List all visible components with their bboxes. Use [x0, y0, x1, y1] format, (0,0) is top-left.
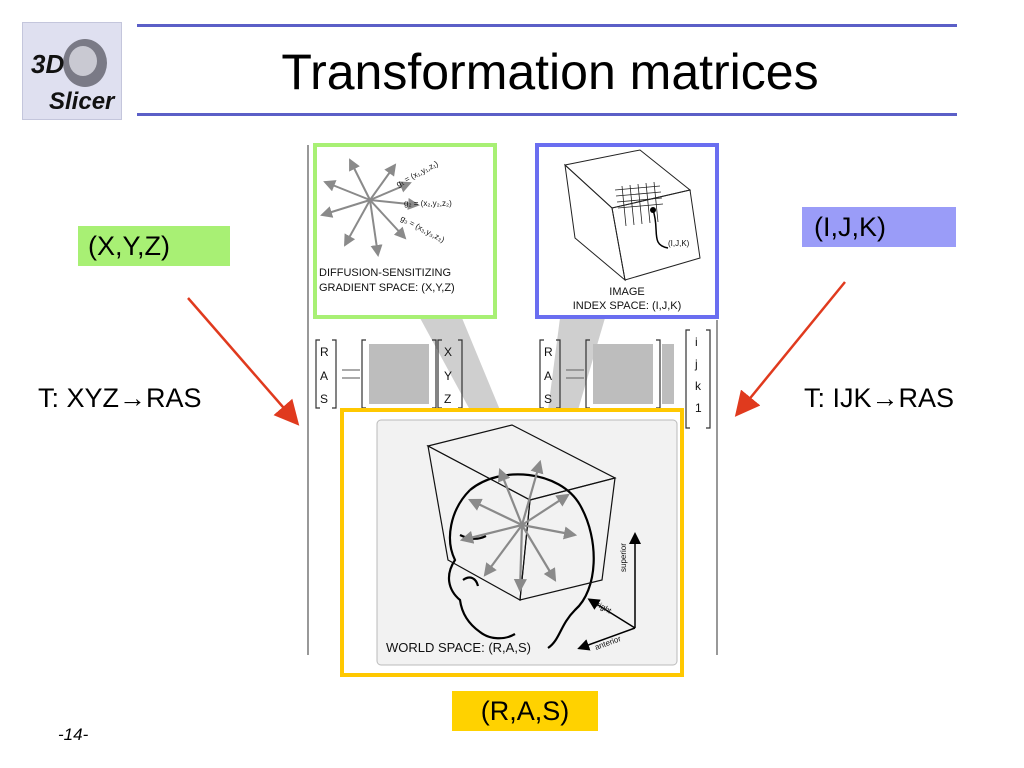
connector-band-right [548, 318, 605, 410]
ijk-label: (I,J,K) [802, 207, 956, 247]
matrix-right-rhs-1: j [694, 357, 698, 371]
title-rule-bottom [137, 113, 957, 116]
transform-xyz-label: T: XYZ→RAS [38, 383, 202, 413]
gradient-vectors [320, 158, 420, 257]
3d-slicer-logo: 3D Slicer [22, 22, 122, 120]
gradient-space-panel: g₁ = (x₁,y₁,z₁) g₂ = (x₂,y₂,z₂) g₃ = (x₃… [313, 143, 497, 319]
matrix-left-rhs-1: Y [444, 369, 452, 383]
matrix-left-rhs-0: X [444, 345, 452, 359]
arrow-xyz-to-ras [187, 297, 300, 426]
logo-graphic: 3D Slicer [31, 39, 116, 115]
axis-superior-label: superior [619, 543, 628, 572]
logo-text-top: 3D [31, 49, 64, 79]
matrix-left-lhs-2: S [320, 392, 328, 406]
image-cube [563, 149, 701, 282]
image-caption-2: INDEX SPACE: (I,J,K) [573, 300, 682, 312]
transform-ijk-label: T: IJK→RAS [804, 383, 955, 413]
xyz-label: (X,Y,Z) [78, 226, 230, 266]
gradient-caption-1: DIFFUSION-SENSITIZING [319, 267, 451, 279]
arrow-ijk-to-ras [734, 281, 846, 417]
matrix-right-rhs-2: k [695, 379, 702, 393]
matrix-right-lhs-0: R [544, 345, 553, 359]
gradient-caption-2: GRADIENT SPACE: (X,Y,Z) [319, 282, 455, 294]
voxel-leader [652, 209, 669, 249]
matrix-left-rhs-2: Z [444, 392, 451, 406]
voxel-grid [614, 181, 664, 227]
page-number: -14- [58, 725, 89, 744]
world-cube [426, 424, 617, 601]
image-space-panel: (I,J,K) IMAGE INDEX SPACE: (I,J,K) [535, 143, 719, 319]
matrix-right-lhs-2: S [544, 392, 552, 406]
image-caption-1: IMAGE [609, 286, 644, 298]
title-rule-top [137, 24, 957, 27]
connector-band-left [420, 318, 500, 410]
matrix-equation-right: R A S i j k 1 [539, 329, 711, 429]
matrix-right-lhs-1: A [544, 369, 552, 383]
world-caption: WORLD SPACE: (R,A,S) [386, 640, 531, 655]
matrix-left-lhs-1: A [320, 369, 328, 383]
matrix-right-rhs-3: 1 [695, 401, 702, 415]
matrix-right-rhs-0: i [695, 335, 698, 349]
world-space-panel: superior right anterior WORLD SPACE: (R,… [340, 408, 684, 677]
matrix-equation-left: R A S X Y Z [315, 339, 463, 409]
matrix-left-lhs-0: R [320, 345, 329, 359]
world-axes [577, 532, 641, 651]
logo-text-bottom: Slicer [49, 88, 116, 115]
page-title: Transformation matrices [281, 44, 819, 100]
g2-label: g₂ = (x₂,y₂,z₂) [404, 199, 452, 208]
ras-label: (R,A,S) [452, 691, 598, 731]
ijk-point-label: (I,J,K) [668, 239, 690, 248]
world-gradient-vectors [459, 459, 578, 593]
